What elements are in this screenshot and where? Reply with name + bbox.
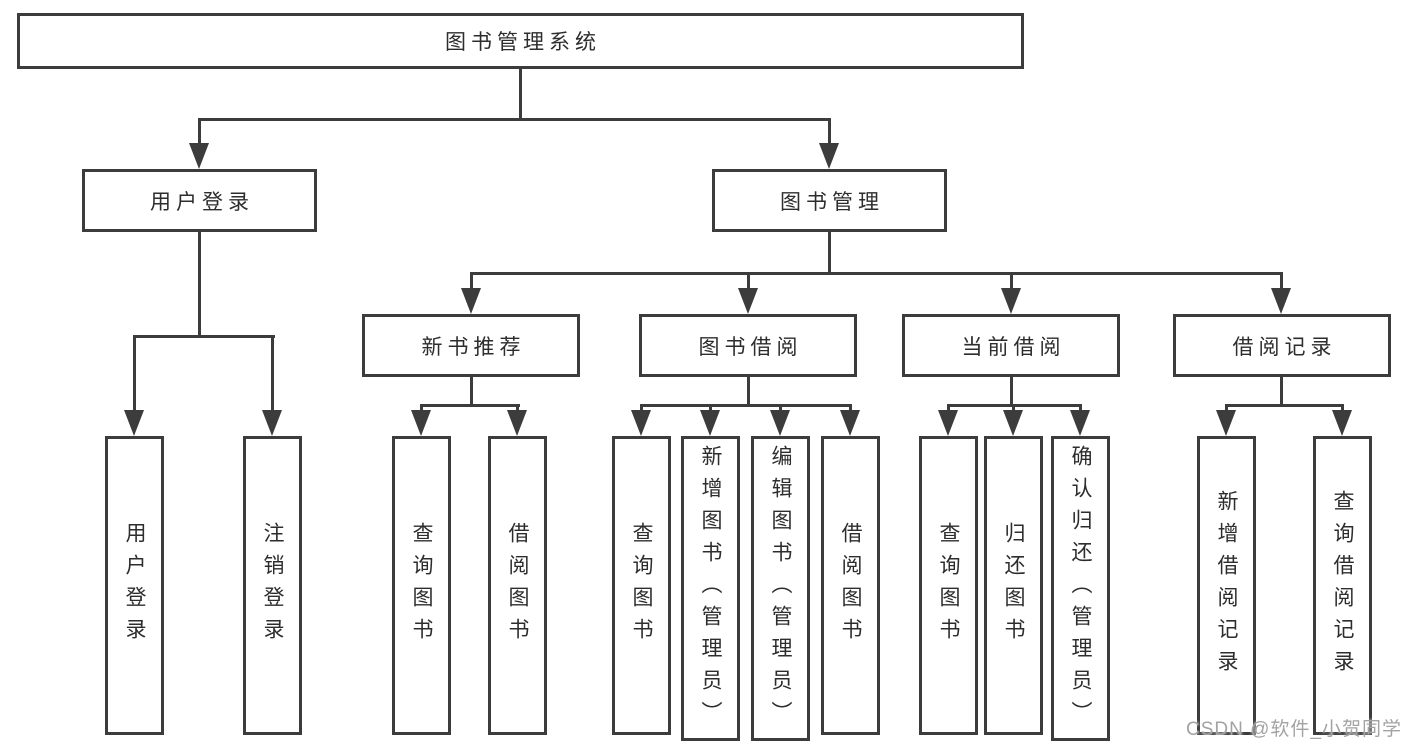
arrowhead-icon — [700, 410, 720, 436]
leaf-query-books-borrowing: 查询图书 — [612, 436, 671, 735]
node-user-login-label: 用户登录 — [150, 190, 254, 214]
leaf-borrow-books-label: 借阅图书 — [839, 521, 862, 650]
connector-bus — [470, 272, 1283, 275]
connector-bus — [133, 335, 275, 338]
connector-stem — [779, 404, 782, 414]
arrowhead-icon — [1271, 288, 1291, 314]
connector-stem — [828, 232, 831, 275]
connector-stem — [198, 118, 201, 148]
leaf-add-books-admin: 新增图书（管理员） — [681, 436, 740, 741]
leaf-query-books-recommend: 查询图书 — [392, 436, 451, 735]
leaf-user-login-label: 用户登录 — [123, 521, 146, 650]
connector-stem — [640, 404, 643, 414]
leaf-query-books-current-label: 查询图书 — [937, 521, 960, 650]
connector-bus — [640, 404, 852, 407]
arrowhead-icon — [819, 143, 839, 169]
node-borrowing-records: 借阅记录 — [1173, 314, 1391, 377]
arrowhead-icon — [938, 410, 958, 436]
arrowhead-icon — [840, 410, 860, 436]
arrowhead-icon — [631, 410, 651, 436]
connector-stem — [1010, 272, 1013, 294]
leaf-edit-books-admin: 编辑图书（管理员） — [751, 436, 810, 741]
arrowhead-icon — [1070, 410, 1090, 436]
connector-stem — [947, 404, 950, 414]
leaf-add-books-admin-label: 新增图书（管理员） — [699, 444, 722, 733]
leaf-query-borrow-record: 查询借阅记录 — [1313, 436, 1372, 735]
connector-stem — [1280, 272, 1283, 294]
leaf-return-books: 归还图书 — [984, 436, 1043, 735]
csdn-watermark: CSDN @软件_小贺同学 — [1186, 719, 1402, 740]
node-current-borrowing: 当前借阅 — [902, 314, 1120, 377]
connector-stem — [1341, 404, 1344, 414]
leaf-confirm-return-admin: 确认归还（管理员） — [1051, 436, 1110, 741]
node-book-borrowing-label: 图书借阅 — [698, 335, 803, 359]
node-new-book-recommendation: 新书推荐 — [362, 314, 580, 377]
connector-stem — [747, 377, 750, 407]
leaf-return-books-label: 归还图书 — [1002, 521, 1025, 650]
arrowhead-icon — [770, 410, 790, 436]
connector-bus — [1225, 404, 1344, 407]
connector-stem — [133, 335, 136, 415]
node-root: 图书管理系统 — [17, 13, 1024, 69]
connector-stem — [1225, 404, 1228, 414]
connector-root-bus — [198, 118, 831, 121]
leaf-query-books-current: 查询图书 — [919, 436, 978, 735]
arrowhead-icon — [262, 410, 282, 436]
connector-stem — [470, 377, 473, 407]
leaf-add-borrow-record-label: 新增借阅记录 — [1215, 489, 1238, 682]
connector-stem — [516, 404, 519, 414]
arrowhead-icon — [124, 410, 144, 436]
leaf-query-borrow-record-label: 查询借阅记录 — [1331, 489, 1354, 682]
leaf-add-borrow-record: 新增借阅记录 — [1197, 436, 1256, 735]
connector-stem — [828, 118, 831, 148]
node-book-borrowing: 图书借阅 — [639, 314, 857, 377]
connector-stem — [1079, 404, 1082, 414]
leaf-query-books-recommend-label: 查询图书 — [410, 521, 433, 650]
connector-stem — [420, 404, 423, 414]
connector-stem — [849, 404, 852, 414]
leaf-query-books-borrowing-label: 查询图书 — [630, 521, 653, 650]
leaf-borrow-books-recommend: 借阅图书 — [488, 436, 547, 735]
node-user-login: 用户登录 — [82, 169, 317, 232]
connector-stem — [1280, 377, 1283, 407]
leaf-borrow-books-recommend-label: 借阅图书 — [506, 521, 529, 650]
leaf-edit-books-admin-label: 编辑图书（管理员） — [769, 444, 792, 733]
connector-stem — [747, 272, 750, 294]
node-current-borrowing-label: 当前借阅 — [961, 335, 1066, 359]
arrowhead-icon — [1003, 410, 1023, 436]
arrowhead-icon — [189, 143, 209, 169]
connector-stem — [470, 272, 473, 294]
arrowhead-icon — [1001, 288, 1021, 314]
connector-stem — [1012, 404, 1015, 414]
connector-root-stem — [519, 69, 522, 121]
arrowhead-icon — [461, 288, 481, 314]
leaf-borrow-books: 借阅图书 — [821, 436, 880, 735]
connector-stem — [709, 404, 712, 414]
node-root-label: 图书管理系统 — [445, 31, 601, 54]
node-book-management: 图书管理 — [712, 169, 947, 232]
connector-stem — [1010, 377, 1013, 407]
node-book-management-label: 图书管理 — [780, 190, 884, 214]
arrowhead-icon — [1216, 410, 1236, 436]
connector-stem — [198, 232, 201, 338]
leaf-confirm-return-admin-label: 确认归还（管理员） — [1069, 444, 1092, 733]
arrowhead-icon — [1332, 410, 1352, 436]
connector-bus — [420, 404, 520, 407]
arrowhead-icon — [411, 410, 431, 436]
leaf-user-login: 用户登录 — [105, 436, 164, 735]
arrowhead-icon — [507, 410, 527, 436]
arrowhead-icon — [738, 288, 758, 314]
leaf-logout-label: 注销登录 — [261, 521, 284, 650]
connector-stem — [271, 335, 274, 415]
node-borrowing-records-label: 借阅记录 — [1232, 335, 1337, 359]
leaf-logout: 注销登录 — [243, 436, 302, 735]
node-new-book-recommendation-label: 新书推荐 — [421, 335, 526, 359]
